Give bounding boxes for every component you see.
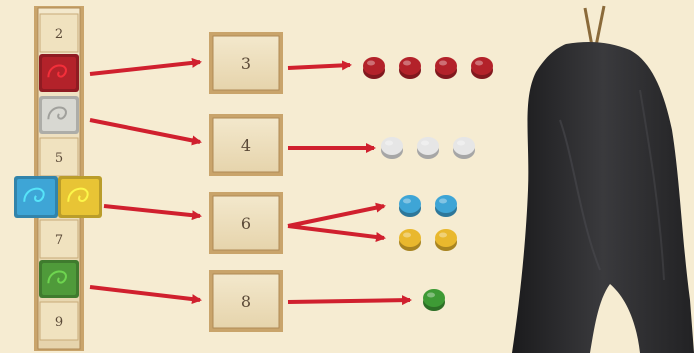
track-cell-5: 5 (40, 138, 78, 176)
disc (435, 195, 457, 217)
track-number: 2 (55, 27, 63, 42)
disc (435, 57, 457, 79)
disc (381, 137, 403, 159)
disc-top (435, 195, 457, 213)
disc-shine (421, 141, 429, 146)
disc (399, 229, 421, 251)
track-number: 7 (55, 233, 63, 248)
track-cell-2: 2 (40, 14, 78, 52)
disc-top (399, 229, 421, 247)
arrow-red-to-3 (90, 62, 200, 74)
disc-shine (367, 61, 375, 66)
yellow-dragon-tile-icon (58, 176, 102, 218)
disc-shine (385, 141, 393, 146)
arrow-green-to-8 (90, 287, 200, 300)
disc-top (423, 289, 445, 307)
disc (399, 57, 421, 79)
disc-shine (403, 61, 411, 66)
arrow-3-to-red-discs (288, 65, 350, 68)
disc-top (399, 195, 421, 213)
disc-shine (403, 233, 411, 238)
disc (471, 57, 493, 79)
red-dragon-tile-icon (39, 54, 79, 92)
disc-top (417, 137, 439, 155)
track-cell-9: 9 (40, 302, 78, 340)
arrow-8-to-green-disc (288, 300, 410, 302)
track-number: 9 (55, 315, 63, 330)
disc-shine (439, 199, 447, 204)
disc-shine (439, 61, 447, 66)
arrow-white-to-4 (90, 120, 200, 142)
blue-yellow-dragon-tiles-icon (14, 176, 102, 218)
cloth-bag-icon (512, 6, 694, 353)
green-dragon-tile-icon (39, 260, 79, 298)
disc-top (399, 57, 421, 75)
disc (423, 289, 445, 311)
disc-top (381, 137, 403, 155)
disc-shine (457, 141, 465, 146)
track-cell-7: 7 (40, 220, 78, 258)
box-value: 6 (241, 214, 251, 233)
box-to-disc-arrows (288, 65, 410, 302)
white-dragon-tile-icon (39, 96, 79, 134)
box-value: 8 (241, 292, 251, 311)
disc (417, 137, 439, 159)
value-box-3: 3 (209, 32, 283, 94)
disc (363, 57, 385, 79)
disc (435, 229, 457, 251)
disc (453, 137, 475, 159)
disc-top (453, 137, 475, 155)
disc-shine (427, 293, 435, 298)
disc-top (435, 229, 457, 247)
value-box-8: 8 (209, 270, 283, 332)
arrow-6-to-yellow-discs (288, 226, 384, 238)
disc-shine (475, 61, 483, 66)
disc-top (471, 57, 493, 75)
track-to-box-arrows (90, 62, 200, 300)
bag-body (512, 42, 694, 353)
box-value: 3 (241, 54, 251, 73)
box-value: 4 (241, 136, 251, 155)
disc (399, 195, 421, 217)
track-number: 5 (55, 151, 63, 166)
disc-shine (439, 233, 447, 238)
arrow-6-to-blue-discs (288, 206, 384, 226)
arrow-blue-yellow-to-6 (104, 206, 200, 216)
disc-top (435, 57, 457, 75)
bag-drawstring (585, 6, 604, 46)
value-boxes: 3 4 6 8 (209, 32, 283, 332)
blue-dragon-tile-icon (14, 176, 58, 218)
value-box-4: 4 (209, 114, 283, 176)
disc-top (363, 57, 385, 75)
disc-shine (403, 199, 411, 204)
disc-groups (363, 57, 493, 311)
value-box-6: 6 (209, 192, 283, 254)
score-track: 2 5 7 9 (14, 6, 102, 351)
